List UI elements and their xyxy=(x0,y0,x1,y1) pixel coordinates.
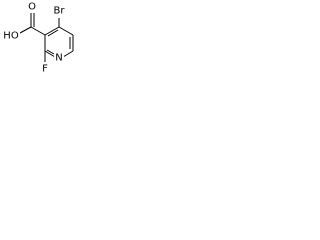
bond-lines xyxy=(19,12,74,62)
bond-c3-c4-double xyxy=(47,29,59,37)
atom-br: Br xyxy=(54,6,66,17)
atom-labels: Br N F O HO xyxy=(3,1,67,75)
bond-c4-c5 xyxy=(58,26,74,36)
bond-c3-c4 xyxy=(44,26,60,36)
atom-hydroxyl: HO xyxy=(3,31,19,42)
molecule-structure: Br N F O HO xyxy=(3,1,74,75)
atom-n: N xyxy=(55,53,62,64)
bond-c3-ccooh xyxy=(30,26,46,36)
bond-c6-n xyxy=(62,50,74,58)
bond-n-c2-double xyxy=(46,49,55,55)
atom-o: O xyxy=(28,2,36,13)
bond-c-oh xyxy=(19,26,32,34)
atom-f: F xyxy=(42,64,48,75)
bond-n-c2 xyxy=(44,50,56,58)
